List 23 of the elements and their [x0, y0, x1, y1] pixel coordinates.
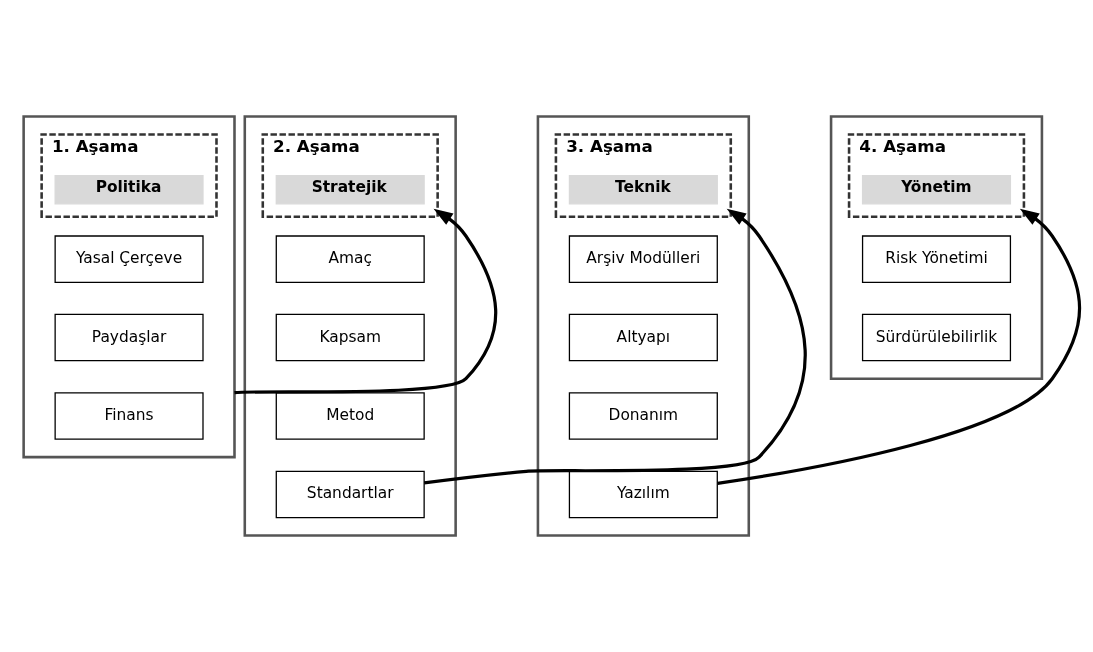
node-box: Paydaşlar — [54, 313, 204, 362]
node-box: Altyapı — [568, 313, 718, 362]
node-box: Standartlar — [275, 470, 425, 519]
node-box: Yönetim — [861, 174, 1012, 205]
arrow — [234, 208, 498, 395]
node-box: Kapsam — [275, 313, 425, 362]
node-box: Yazılım — [568, 470, 718, 519]
node-box: Risk Yönetimi — [861, 235, 1012, 283]
node-box: Metod — [275, 392, 425, 440]
node-box: Stratejik — [275, 174, 425, 205]
node-box: Donanım — [568, 392, 718, 440]
arrow — [717, 208, 1082, 485]
node-box: Yasal Çerçeve — [54, 235, 204, 283]
node-box: Arşiv Modülleri — [568, 235, 718, 283]
cluster — [536, 115, 751, 537]
arrow — [424, 208, 807, 485]
node-box: Teknik — [568, 174, 718, 205]
node-box: Politika — [54, 174, 204, 205]
cluster — [22, 115, 236, 459]
node-box: Sürdürülebilirlik — [861, 313, 1012, 362]
node-box: Amaç — [275, 235, 425, 283]
cluster — [829, 115, 1044, 380]
node-box: Finans — [54, 392, 204, 440]
